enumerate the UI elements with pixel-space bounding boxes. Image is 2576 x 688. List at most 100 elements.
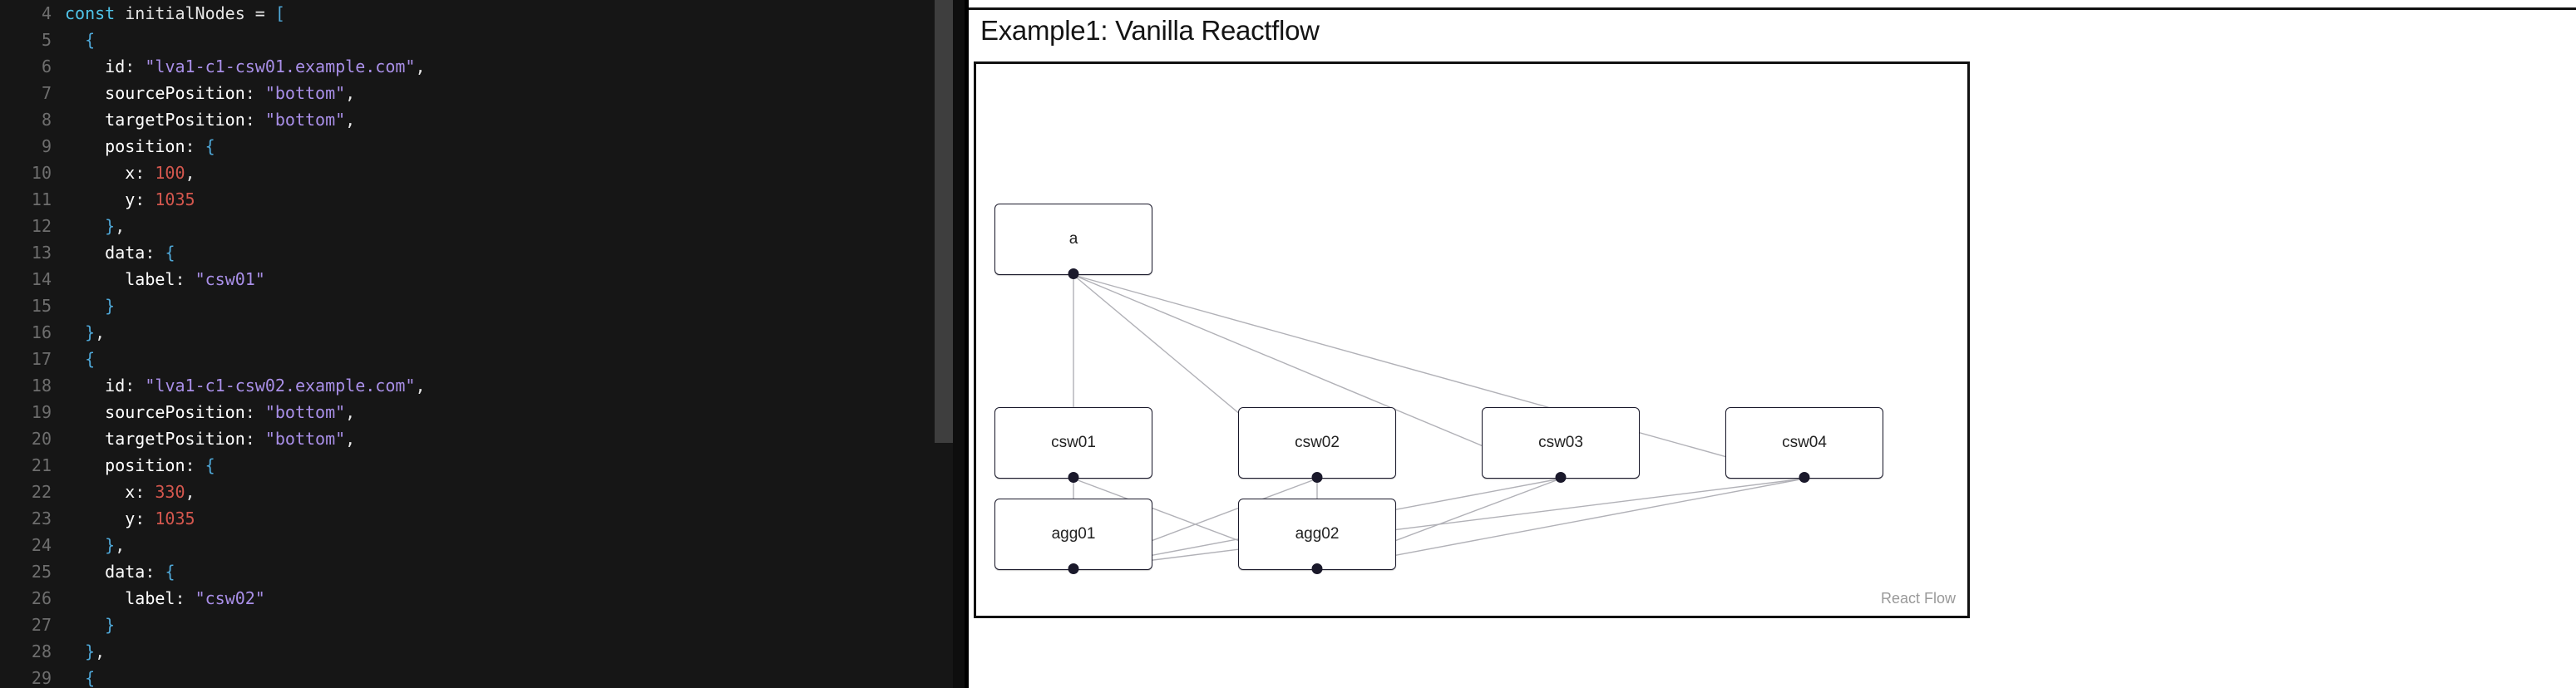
reactflow-frame[interactable]: a csw01 csw02 csw03 csw04 agg01 agg02 React Fl… [974, 61, 1970, 618]
code-line[interactable]: 15 } [0, 292, 965, 319]
code-token: "lva1-c1-csw02.example.com" [145, 376, 416, 396]
rf-node-handle-bottom[interactable] [1555, 472, 1567, 483]
code-line-text: position: { [65, 452, 965, 479]
code-line-text: id: "lva1-c1-csw02.example.com", [65, 372, 965, 399]
code-token: label [125, 269, 175, 289]
code-line[interactable]: 7 sourcePosition: "bottom", [0, 80, 965, 106]
code-vertical-scrollbar[interactable] [935, 0, 953, 688]
code-line-text: data: { [65, 239, 965, 266]
code-token: 1035 [155, 509, 195, 528]
rf-node-handle-bottom[interactable] [1799, 472, 1810, 483]
code-line-text: { [65, 346, 965, 372]
page-title: Example1: Vanilla Reactflow [980, 15, 1320, 46]
code-line[interactable]: 14 label: "csw01" [0, 266, 965, 292]
code-line[interactable]: 26 label: "csw02" [0, 585, 965, 612]
code-line[interactable]: 10 x: 100, [0, 160, 965, 186]
code-line[interactable]: 18 id: "lva1-c1-csw02.example.com", [0, 372, 965, 399]
line-number: 9 [41, 136, 52, 156]
code-token: } [85, 322, 96, 342]
rf-node-handle-bottom[interactable] [1311, 472, 1323, 483]
code-token: targetPosition [105, 429, 245, 449]
code-token: data [105, 562, 146, 582]
code-line[interactable]: 24 }, [0, 532, 965, 558]
preview-panel: Example1: Vanilla Reactflow a csw01 csw02 c… [965, 0, 2576, 688]
rf-edge[interactable] [1073, 478, 1805, 571]
code-token: , [345, 83, 356, 103]
rf-edge[interactable] [1316, 478, 1805, 571]
code-token: : [135, 163, 155, 183]
code-token: y [125, 509, 136, 528]
code-token: : [185, 455, 205, 475]
line-number: 12 [31, 216, 52, 236]
code-line[interactable]: 19 sourcePosition: "bottom", [0, 399, 965, 425]
code-scrollbar-thumb[interactable] [935, 0, 953, 443]
line-number: 13 [31, 243, 52, 263]
rf-node-agg02[interactable]: agg02 [1238, 499, 1396, 574]
code-line-text: }, [65, 319, 965, 346]
rf-node-agg01[interactable]: agg01 [994, 499, 1152, 574]
line-number: 26 [31, 588, 52, 608]
code-token: 1035 [155, 189, 195, 209]
code-line[interactable]: 16 }, [0, 319, 965, 346]
rf-node-csw03[interactable]: csw03 [1482, 407, 1640, 483]
line-number: 8 [41, 110, 52, 130]
code-line-text: data: { [65, 558, 965, 585]
code-line[interactable]: 25 data: { [0, 558, 965, 585]
line-number: 21 [31, 455, 52, 475]
reactflow-canvas[interactable]: a csw01 csw02 csw03 csw04 agg01 agg02 [976, 64, 1967, 616]
code-token: : [175, 269, 195, 289]
code-line[interactable]: 17 { [0, 346, 965, 372]
code-token: , [415, 57, 426, 76]
code-line[interactable]: 8 targetPosition: "bottom", [0, 106, 965, 133]
code-line-text: targetPosition: "bottom", [65, 425, 965, 452]
rf-node-a[interactable]: a [994, 204, 1152, 279]
line-number: 6 [41, 57, 52, 76]
line-number: 24 [31, 535, 52, 555]
reactflow-attribution[interactable]: React Flow [1880, 590, 1956, 607]
code-line[interactable]: 22 x: 330, [0, 479, 965, 505]
code-line[interactable]: 21 position: { [0, 452, 965, 479]
rf-edge[interactable] [1073, 274, 1805, 479]
code-line-text: }, [65, 532, 965, 558]
code-line[interactable]: 20 targetPosition: "bottom", [0, 425, 965, 452]
code-token: , [185, 163, 195, 183]
code-token: , [185, 482, 195, 502]
code-token: "bottom" [264, 110, 346, 130]
line-number: 19 [31, 402, 52, 422]
code-line[interactable]: 11 y: 1035 [0, 186, 965, 213]
code-line[interactable]: 9 position: { [0, 133, 965, 160]
code-line-text: }, [65, 213, 965, 239]
rf-edge[interactable] [1073, 274, 1562, 479]
code-token: "bottom" [264, 429, 346, 449]
code-token: id [105, 57, 126, 76]
code-token: { [85, 30, 96, 50]
rf-node-handle-bottom[interactable] [1311, 563, 1323, 574]
rf-node-handle-bottom[interactable] [1068, 268, 1079, 279]
code-token: : [185, 136, 205, 156]
code-line-text: x: 330, [65, 479, 965, 505]
code-line[interactable]: 27 } [0, 612, 965, 638]
line-number: 7 [41, 83, 52, 103]
code-token: : [145, 562, 165, 582]
code-line[interactable]: 28 }, [0, 638, 965, 665]
code-token: position [105, 136, 185, 156]
code-line[interactable]: 12 }, [0, 213, 965, 239]
line-number: 22 [31, 482, 52, 502]
rf-node-csw01[interactable]: csw01 [994, 407, 1152, 483]
code-line[interactable]: 23 y: 1035 [0, 505, 965, 532]
rf-node-handle-bottom[interactable] [1068, 472, 1079, 483]
code-line[interactable]: 29 { [0, 665, 965, 688]
rf-node-csw02[interactable]: csw02 [1238, 407, 1396, 483]
rf-node-csw04[interactable]: csw04 [1725, 407, 1883, 483]
code-line[interactable]: 13 data: { [0, 239, 965, 266]
code-line-text: sourcePosition: "bottom", [65, 399, 965, 425]
code-token: : [244, 83, 265, 103]
code-line[interactable]: 6 id: "lva1-c1-csw01.example.com", [0, 53, 965, 80]
code-line[interactable]: 5 { [0, 27, 965, 53]
rf-node-handle-bottom[interactable] [1068, 563, 1079, 574]
rf-node-label: csw01 [1051, 434, 1096, 451]
code-line-text: targetPosition: "bottom", [65, 106, 965, 133]
line-number: 4 [41, 3, 52, 23]
